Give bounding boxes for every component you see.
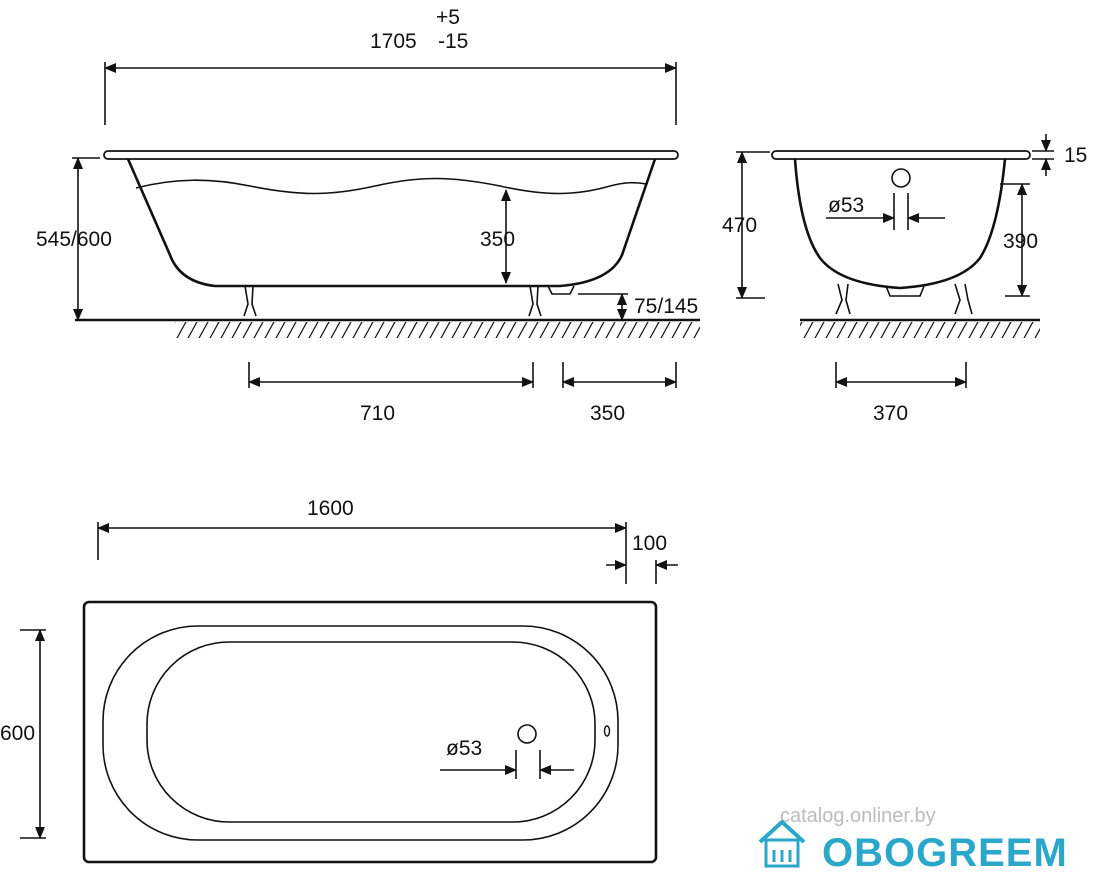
dim-foot-height: 75/145 (634, 295, 698, 318)
ground-hatch (175, 322, 700, 338)
top-outer-outline (82, 600, 658, 864)
dim-top-drain-offset: 100 (632, 532, 667, 555)
side-drain (547, 285, 575, 295)
dim-tolerance-plus: +5 (436, 6, 460, 29)
house-icon (758, 820, 806, 868)
end-tub-body (793, 158, 1007, 290)
dim-total-length: 1705 (370, 30, 417, 53)
top-basin (146, 641, 596, 823)
watermark-brand: OBOGREEM (822, 831, 1068, 875)
top-rim-inner (102, 625, 619, 841)
dim-top-width: 600 (0, 722, 35, 745)
dim-overflow-diameter: ø53 (828, 194, 864, 217)
dim-height-total: 545/600 (36, 228, 112, 251)
end-ground-hatch (800, 322, 1040, 338)
watermark: catalog.onliner.by OBOGREEM (758, 805, 1068, 875)
top-drain-circle (517, 724, 537, 744)
watermark-site: catalog.onliner.by (780, 805, 936, 827)
dim-depth: 350 (480, 228, 515, 251)
dim-end-feet-spacing: 370 (873, 402, 908, 425)
top-view: 1600 100 ø53 600 (0, 497, 678, 864)
end-overflow-circle (891, 168, 911, 188)
side-view: 1705 +5 -15 545/600 350 75/145 710 (36, 6, 700, 425)
side-tub-body (126, 158, 657, 288)
dim-feet-spacing: 710 (360, 402, 395, 425)
dim-end-height: 470 (722, 214, 757, 237)
dim-top-drain-diameter: ø53 (446, 737, 482, 760)
dim-rim: 15 (1064, 144, 1087, 167)
end-rim (771, 150, 1031, 160)
end-view: ø53 470 390 15 370 (722, 134, 1087, 425)
dim-drain-offset: 350 (590, 402, 625, 425)
dim-top-length: 1600 (307, 497, 354, 520)
side-rim (103, 150, 679, 160)
water-line (135, 177, 647, 195)
dim-inner-depth: 390 (1003, 230, 1038, 253)
dim-tolerance-minus: -15 (438, 30, 468, 53)
